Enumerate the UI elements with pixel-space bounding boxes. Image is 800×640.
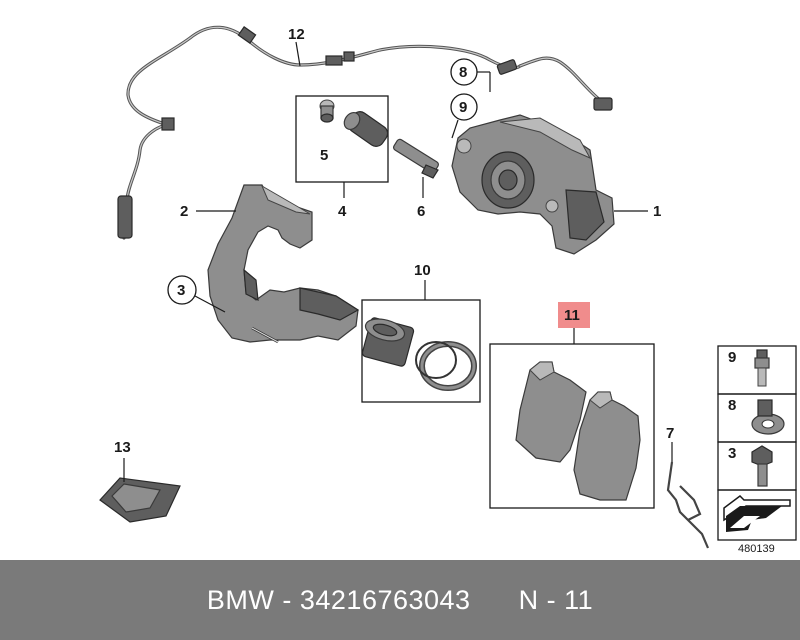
callout-8: 8	[459, 64, 467, 81]
part-group-box-4	[295, 95, 389, 183]
orientation-arrow-icon	[723, 495, 791, 532]
callout-3-circle	[167, 275, 197, 305]
callout-12: 12	[288, 26, 305, 43]
legend-num-8: 8	[728, 397, 736, 414]
callout-11: 11	[564, 307, 580, 324]
highlight-badge	[558, 302, 590, 328]
diagram-id: 480139	[738, 543, 775, 555]
banjo-fitting-icon	[751, 399, 785, 435]
footer-bar: BMW - 34216763043 N - 11	[0, 560, 800, 640]
part-number-label: BMW - 34216763043 N - 11	[206, 585, 594, 615]
callout-1: 1	[653, 203, 661, 220]
legend-num-3: 3	[728, 445, 736, 462]
callout-3: 3	[177, 282, 185, 299]
callout-13: 13	[114, 439, 131, 456]
brake-pad-outer	[573, 391, 641, 501]
callout-10: 10	[414, 262, 431, 279]
guide-sleeve	[343, 111, 389, 147]
callout-4: 4	[338, 203, 347, 220]
caliper-carrier	[207, 184, 360, 344]
callout-9-circle	[450, 93, 478, 121]
brake-wear-sensor-wire	[117, 25, 613, 240]
callout-2: 2	[180, 203, 188, 220]
callout-7: 7	[666, 425, 674, 442]
grease-sachet	[99, 477, 181, 523]
part-group-box-10	[361, 299, 481, 403]
callout-6: 6	[417, 203, 425, 220]
part-group-box-11	[489, 343, 655, 509]
guide-bush	[319, 99, 335, 123]
hex-bolt-icon	[751, 445, 773, 487]
parts-diagram: 12 5 4 6 1 8 9	[99, 25, 797, 555]
brake-pad-inner	[515, 361, 587, 463]
bleed-screw-icon	[754, 349, 770, 387]
brake-caliper	[451, 114, 615, 255]
guide-bolt	[393, 138, 439, 179]
legend-panel: 9 8 3 480139	[717, 345, 797, 555]
caliper-piston	[361, 317, 415, 367]
anti-rattle-spring	[666, 461, 710, 549]
callout-5: 5	[320, 147, 328, 164]
callout-9: 9	[459, 99, 467, 116]
piston-seal-rings	[415, 341, 477, 391]
legend-num-9: 9	[728, 349, 736, 366]
